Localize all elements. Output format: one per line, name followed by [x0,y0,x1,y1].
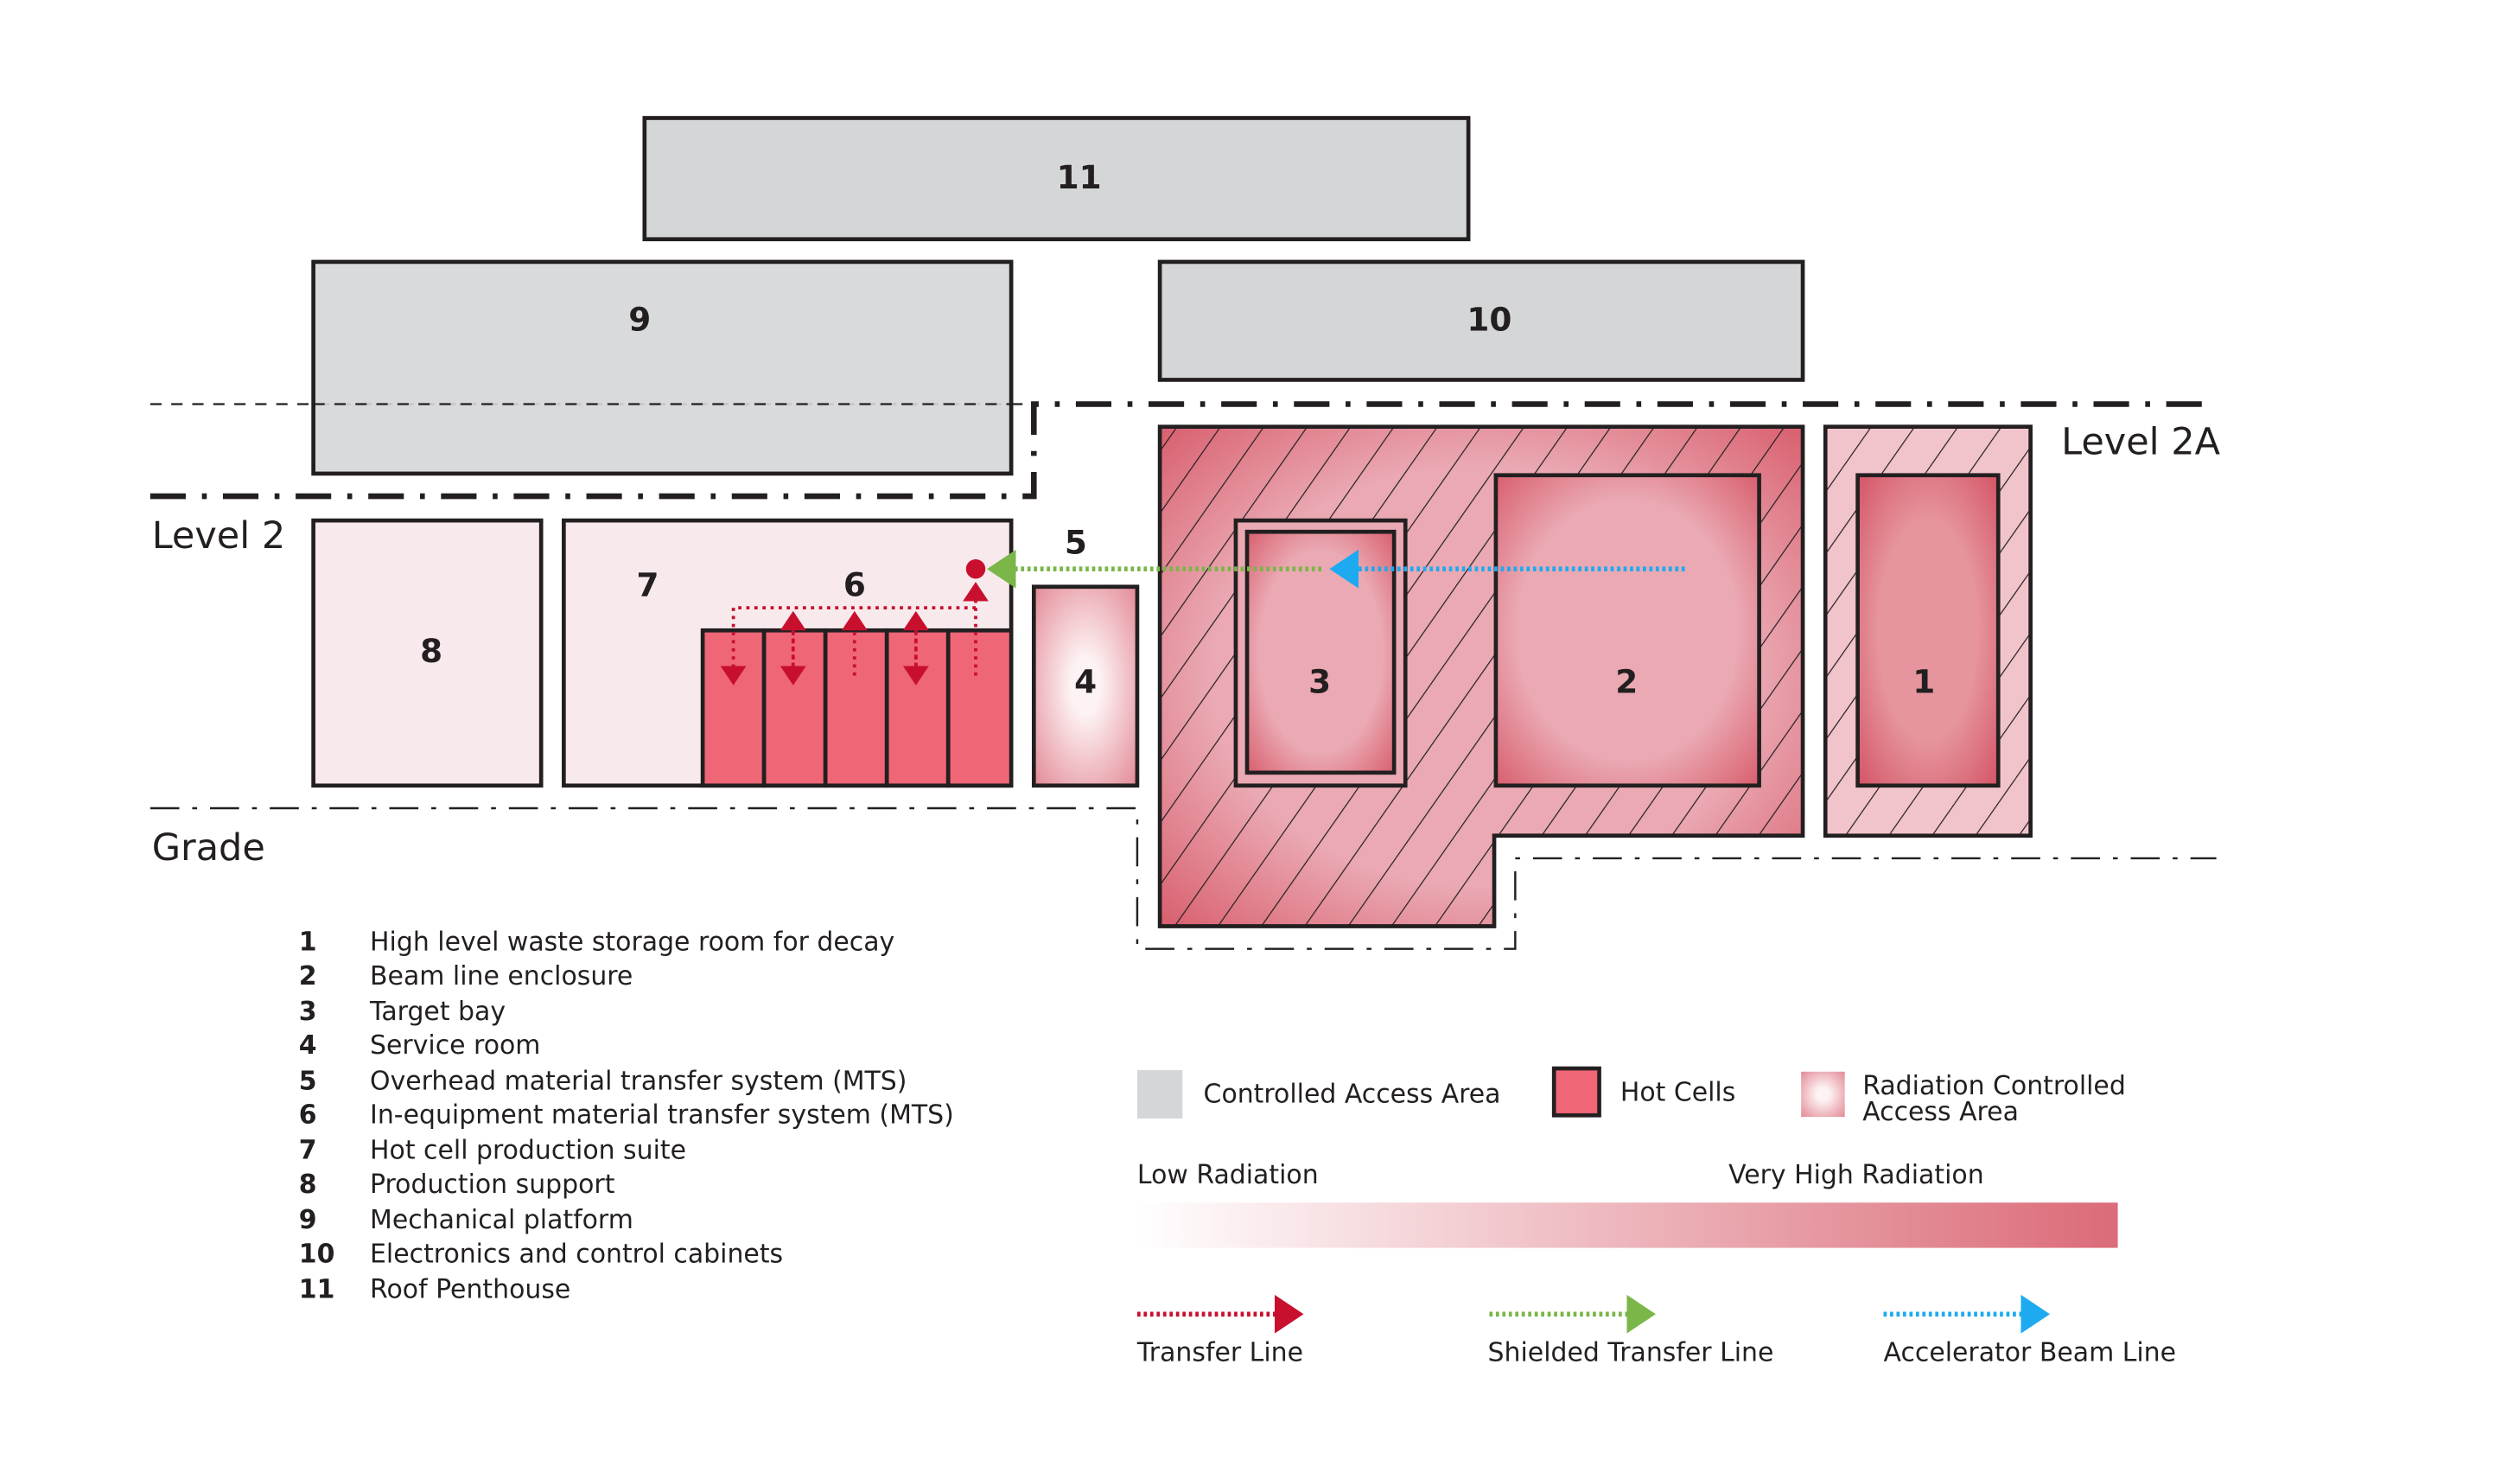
key-item: High level waste storage room for decay [370,928,894,958]
radiation-controlled-swatch [1801,1071,1845,1118]
key-item: Hot cell production suite [370,1136,686,1166]
hot-cells[interactable] [700,628,1014,788]
room-10[interactable]: 10 [1157,259,1805,382]
room-9-label: 9 [628,301,651,339]
room-10-label: 10 [1467,301,1511,339]
key-number: 9 [299,1205,317,1235]
room-3[interactable]: 3 [1233,518,1408,788]
key-item: Beam line enclosure [370,961,633,991]
room-2[interactable]: 2 [1493,473,1761,788]
key-item: Overhead material transfer system (MTS) [370,1066,907,1096]
key-item: Service room [370,1030,540,1061]
hot-cells-swatch [1551,1066,1601,1118]
legend: Controlled Access Area Hot Cells Radiati… [1136,1066,2177,1367]
grade-label: Grade [152,826,265,870]
very-high-radiation-label: Very High Radiation [1728,1160,1984,1190]
key-item: In-equipment material transfer system (M… [370,1100,954,1131]
key-item: Electronics and control cabinets [370,1239,783,1269]
room-7-label: 7 [637,565,659,603]
key-number: 1 [299,928,317,958]
level-2a-label: Level 2A [2061,420,2220,463]
key-item: Target bay [369,997,506,1027]
key-number: 7 [299,1136,317,1166]
legend-radiation-controlled-2: Access Area [1862,1097,2019,1127]
key-number: 6 [299,1100,317,1131]
room-8-label: 8 [420,632,442,670]
legend-hot-cells: Hot Cells [1620,1077,1735,1107]
key-number: 4 [299,1030,317,1061]
legend-shielded-transfer-line: Shielded Transfer Line [1488,1337,1774,1367]
room-11[interactable]: 11 [642,116,1471,242]
room-4-label: 4 [1074,662,1097,700]
legend-accelerator-beam-line: Accelerator Beam Line [1884,1337,2177,1367]
room-1[interactable]: 1 [1855,473,2001,788]
transfer-lines [720,582,989,685]
transfer-point [965,559,986,579]
key-item: Mechanical platform [370,1205,633,1235]
key-number: 5 [299,1066,317,1096]
room-6-label: 6 [843,565,866,603]
legend-radiation-controlled: Radiation Controlled [1862,1071,2126,1101]
room-5-label: 5 [1065,524,1087,562]
legend-transfer-line: Transfer Line [1136,1337,1303,1367]
room-2-label: 2 [1615,662,1638,700]
key-number: 2 [299,961,317,991]
room-key: 1 High level waste storage room for decay… [299,928,954,1305]
room-4[interactable]: 4 [1031,584,1140,788]
room-1-label: 1 [1912,662,1935,700]
room-3-label: 3 [1308,662,1331,700]
key-number: 10 [299,1239,335,1269]
level-2-label: Level 2 [152,514,286,558]
room-8[interactable]: 8 [311,518,544,788]
grade-line [150,806,2217,950]
controlled-access-swatch [1136,1069,1183,1119]
room-11-label: 11 [1057,158,1102,196]
radiation-scale-bar [1136,1202,2118,1248]
legend-controlled-access: Controlled Access Area [1204,1079,1501,1109]
low-radiation-label: Low Radiation [1137,1160,1319,1190]
key-number: 8 [299,1170,317,1200]
key-item: Roof Penthouse [370,1275,570,1305]
level-2-line [150,401,2217,500]
key-item: Production support [370,1170,615,1200]
room-9[interactable]: 9 [311,259,1014,476]
key-number: 3 [299,997,317,1027]
key-number: 11 [299,1275,335,1305]
